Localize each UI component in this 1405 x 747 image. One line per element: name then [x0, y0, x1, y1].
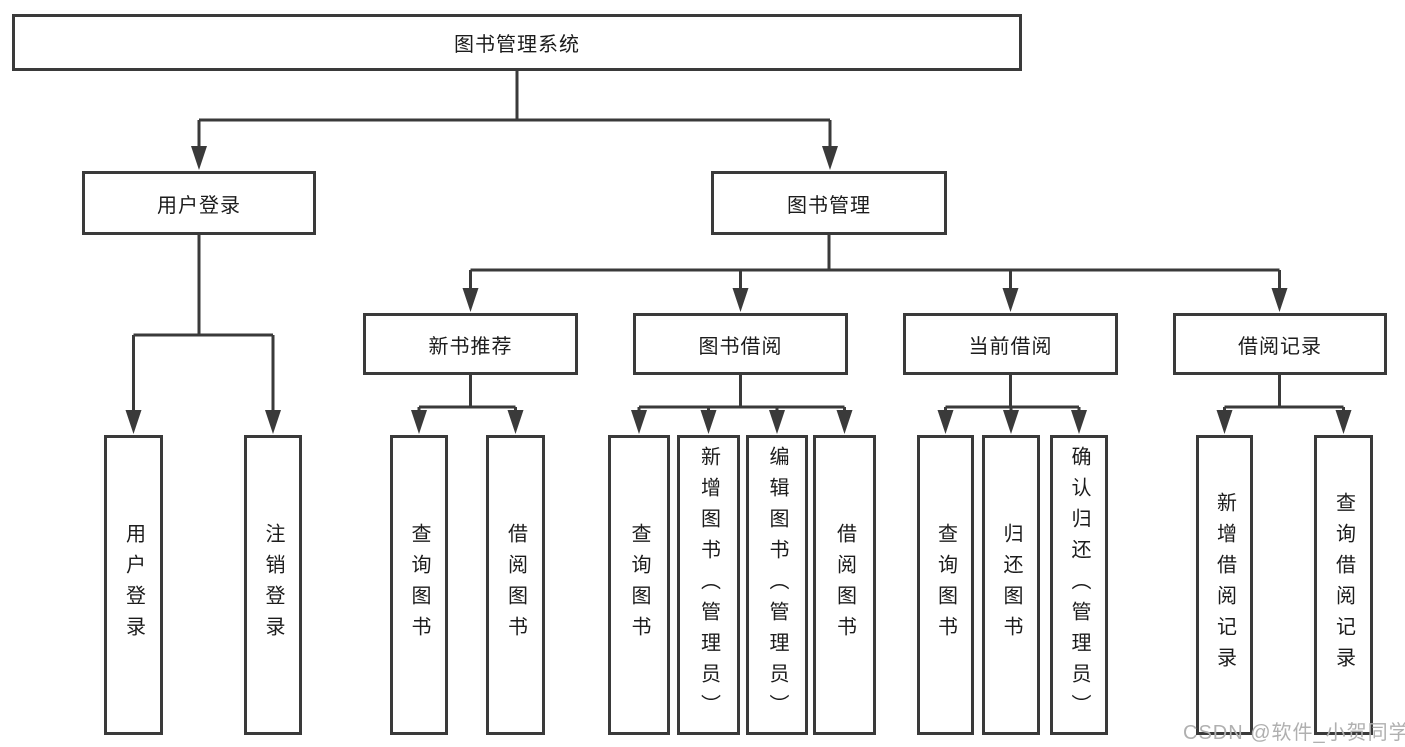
- node-book-borrowing-label: 图书借阅: [698, 335, 783, 358]
- connector-current-to-leaves: [937, 375, 1087, 434]
- node-bb-query-books-label: 查询图书: [628, 523, 650, 647]
- arrow-down-icon: [732, 288, 749, 312]
- arrow-down-icon: [1071, 410, 1087, 434]
- connector-newbook-to-leaves: [411, 375, 524, 434]
- arrow-down-icon: [769, 410, 785, 434]
- arrow-down-icon: [507, 410, 524, 434]
- arrow-down-icon: [265, 410, 281, 434]
- connector-borrowing-to-leaves: [631, 375, 853, 434]
- node-root: 图书管理系统: [12, 14, 1022, 71]
- connector-root-to-level2: [191, 71, 838, 170]
- node-bb-add-books-admin-label: 新增图书（管理员）: [697, 445, 720, 725]
- node-borrowing-records-label: 借阅记录: [1238, 335, 1322, 358]
- node-logout-label: 注销登录: [262, 523, 284, 647]
- arrow-down-icon: [1335, 410, 1352, 434]
- node-bb-edit-books-admin: 编辑图书（管理员）: [746, 435, 808, 735]
- node-login: 用户登录: [104, 435, 163, 735]
- node-book-management-label: 图书管理: [787, 194, 871, 217]
- node-nbr-query-books: 查询图书: [390, 435, 448, 735]
- node-bb-edit-books-admin-label: 编辑图书（管理员）: [766, 445, 788, 725]
- arrow-down-icon: [836, 410, 853, 434]
- node-new-book-recommend: 新书推荐: [363, 313, 578, 375]
- arrow-down-icon: [937, 410, 954, 434]
- node-nbr-borrow-books: 借阅图书: [486, 435, 545, 735]
- node-login-label: 用户登录: [122, 523, 145, 647]
- node-bb-query-books: 查询图书: [608, 435, 670, 735]
- arrow-down-icon: [462, 288, 479, 312]
- node-borrowing-records: 借阅记录: [1173, 313, 1387, 375]
- node-root-label: 图书管理系统: [454, 34, 580, 56]
- node-cb-return-books: 归还图书: [982, 435, 1040, 735]
- arrow-down-icon: [1002, 288, 1019, 312]
- node-cb-return-books-label: 归还图书: [1000, 523, 1022, 647]
- node-current-borrowing-label: 当前借阅: [968, 335, 1053, 358]
- node-cb-confirm-return-admin: 确认归还（管理员）: [1050, 435, 1108, 735]
- node-user-login: 用户登录: [82, 171, 316, 235]
- node-br-add-record: 新增借阅记录: [1196, 435, 1253, 735]
- node-br-query-record-label: 查询借阅记录: [1332, 492, 1355, 678]
- node-nbr-borrow-books-label: 借阅图书: [504, 523, 527, 647]
- node-new-book-recommend-label: 新书推荐: [428, 335, 513, 358]
- node-book-borrowing: 图书借阅: [633, 313, 848, 375]
- arrow-down-icon: [1003, 410, 1019, 434]
- arrow-down-icon: [1271, 288, 1288, 312]
- node-book-management: 图书管理: [711, 171, 947, 235]
- connector-records-to-leaves: [1216, 375, 1352, 434]
- node-logout: 注销登录: [244, 435, 302, 735]
- node-cb-query-books: 查询图书: [917, 435, 974, 735]
- node-br-query-record: 查询借阅记录: [1314, 435, 1373, 735]
- node-bb-borrow-books-label: 借阅图书: [833, 523, 856, 647]
- connector-bookmgmt-to-level3: [462, 235, 1288, 312]
- node-br-add-record-label: 新增借阅记录: [1213, 492, 1236, 678]
- arrow-down-icon: [125, 410, 142, 434]
- node-bb-add-books-admin: 新增图书（管理员）: [677, 435, 740, 735]
- node-cb-confirm-return-admin-label: 确认归还（管理员）: [1068, 445, 1090, 725]
- node-current-borrowing: 当前借阅: [903, 313, 1118, 375]
- node-bb-borrow-books: 借阅图书: [813, 435, 876, 735]
- arrow-down-icon: [700, 410, 717, 434]
- arrow-down-icon: [822, 146, 838, 170]
- csdn-watermark: CSDN @软件_小贺同学: [1183, 722, 1405, 744]
- arrow-down-icon: [411, 410, 427, 434]
- connector-userlogin-to-leaves: [125, 235, 281, 434]
- node-nbr-query-books-label: 查询图书: [408, 523, 430, 647]
- arrow-down-icon: [1216, 410, 1233, 434]
- arrow-down-icon: [191, 146, 207, 170]
- node-cb-query-books-label: 查询图书: [934, 523, 957, 647]
- arrow-down-icon: [631, 410, 647, 434]
- node-user-login-label: 用户登录: [157, 194, 241, 217]
